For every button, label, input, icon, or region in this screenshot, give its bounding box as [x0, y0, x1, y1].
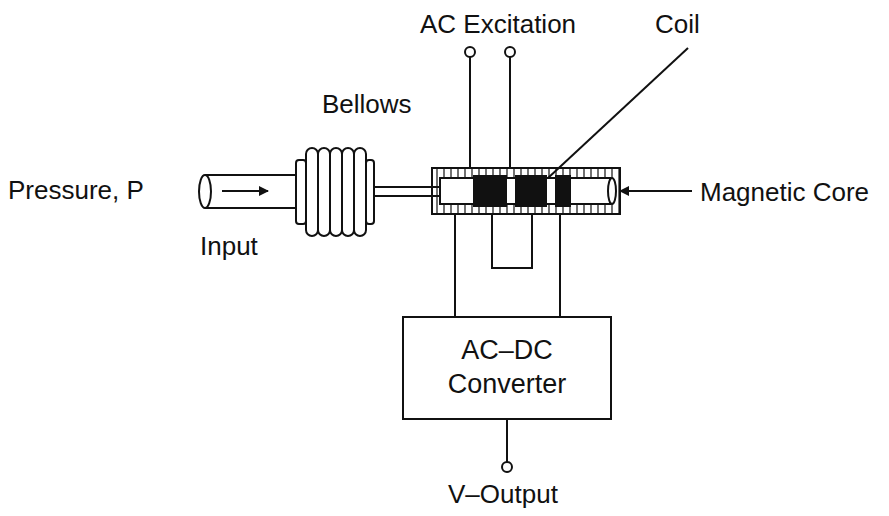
- excitation-label: AC Excitation: [420, 10, 576, 39]
- output-label: V–Output: [448, 480, 558, 509]
- bellows-label: Bellows: [322, 90, 412, 119]
- push-rod: [374, 187, 440, 196]
- pressure-pipe: [199, 175, 298, 208]
- core-label: Magnetic Core: [700, 178, 869, 207]
- coil-label: Coil: [655, 10, 700, 39]
- bellows: [296, 148, 374, 236]
- coil-former: [432, 168, 620, 214]
- input-label: Input: [200, 232, 258, 261]
- box-text: AC–DC Converter: [432, 334, 582, 402]
- input-name-label: Pressure, P: [8, 176, 144, 205]
- converter-box: AC–DC Converter: [402, 316, 612, 420]
